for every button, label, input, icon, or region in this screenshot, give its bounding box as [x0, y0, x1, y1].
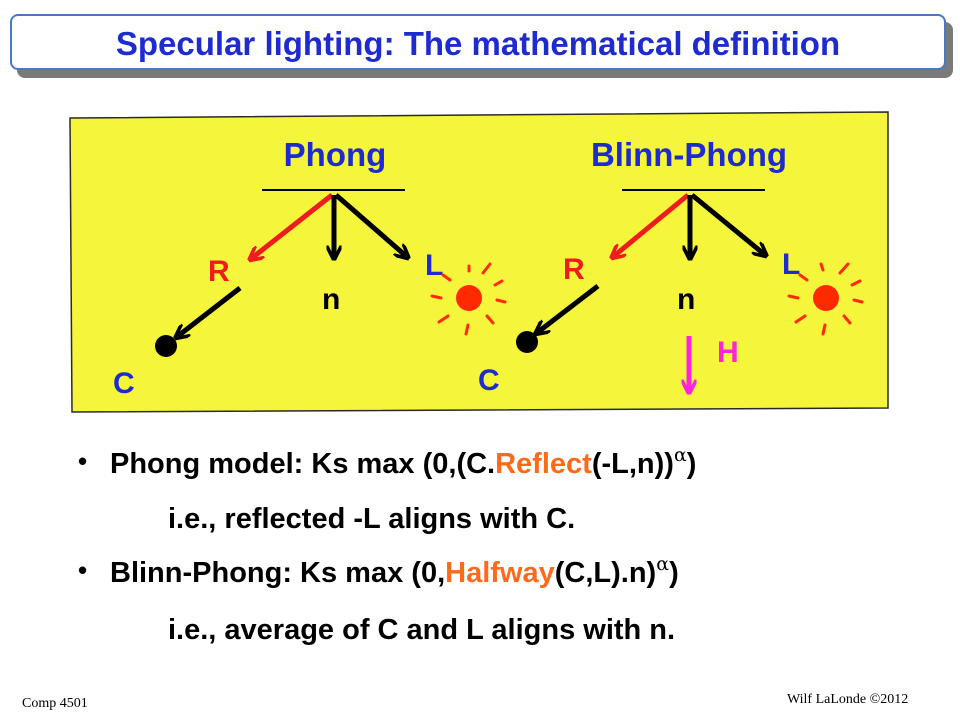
- phong-sun-icon: [430, 262, 507, 336]
- page-title: Specular lighting: The mathematical defi…: [115, 25, 841, 62]
- phong-heading: Phong: [284, 136, 387, 173]
- diagram-background: [69, 111, 889, 413]
- blinn-label-n: n: [677, 283, 695, 316]
- blinn-c-arrow: [538, 284, 600, 332]
- blinn-phong-panel: Blinn-Phong R n L C H: [478, 136, 864, 397]
- bullet-marker-1: •: [78, 446, 88, 476]
- blinn-camera-dot: [516, 331, 538, 353]
- formula-prefix: Phong model: Ks max (0,(C.: [110, 448, 496, 480]
- bullet-phong-formula: Phong model: Ks max (0,(C.Reflect(-L,n))…: [110, 444, 697, 481]
- formula-suffix: (-L,n)): [591, 448, 674, 480]
- blinn-label-l: L: [782, 248, 800, 281]
- blinn-label-c: C: [478, 364, 500, 397]
- blinn-sun-icon: [787, 262, 864, 336]
- phong-camera-dot: [155, 335, 177, 357]
- bullet-blinn-note: i.e., average of C and L aligns with n.: [168, 614, 676, 646]
- footer-author: Wilf LaLonde ©2012: [787, 692, 909, 707]
- formula-suffix: (C,L).n): [554, 557, 657, 589]
- bullet-blinn-formula: Blinn-Phong: Ks max (0,Halfway(C,L).n)α): [110, 553, 679, 590]
- blinn-phong-heading: Blinn-Phong: [591, 136, 787, 173]
- blinn-l-arrow: [690, 193, 764, 254]
- formula-highlight: Halfway: [445, 557, 555, 589]
- phong-panel: Phong R n L C: [113, 136, 507, 400]
- phong-label-c: C: [113, 367, 135, 400]
- blinn-label-h: H: [717, 336, 739, 369]
- footer-course: Comp 4501: [22, 696, 88, 711]
- formula-exponent: α: [673, 444, 687, 466]
- phong-l-arrow: [334, 193, 406, 256]
- formula-highlight: Reflect: [495, 448, 592, 480]
- blinn-r-arrow: [614, 193, 690, 256]
- phong-label-l: L: [425, 249, 443, 282]
- blinn-label-r: R: [563, 253, 585, 286]
- phong-label-n: n: [322, 283, 340, 316]
- phong-r-arrow: [252, 193, 334, 258]
- formula-exponent: α: [656, 553, 670, 575]
- phong-c-arrow: [178, 286, 242, 336]
- bullet-phong-note: i.e., reflected -L aligns with C.: [168, 503, 576, 535]
- formula-prefix: Blinn-Phong: Ks max (0,: [110, 557, 446, 589]
- formula-close: ): [686, 448, 697, 480]
- formula-close: ): [669, 557, 679, 589]
- title-banner: Specular lighting: The mathematical defi…: [10, 14, 946, 70]
- bullet-marker-2: •: [78, 555, 88, 585]
- phong-label-r: R: [208, 255, 230, 288]
